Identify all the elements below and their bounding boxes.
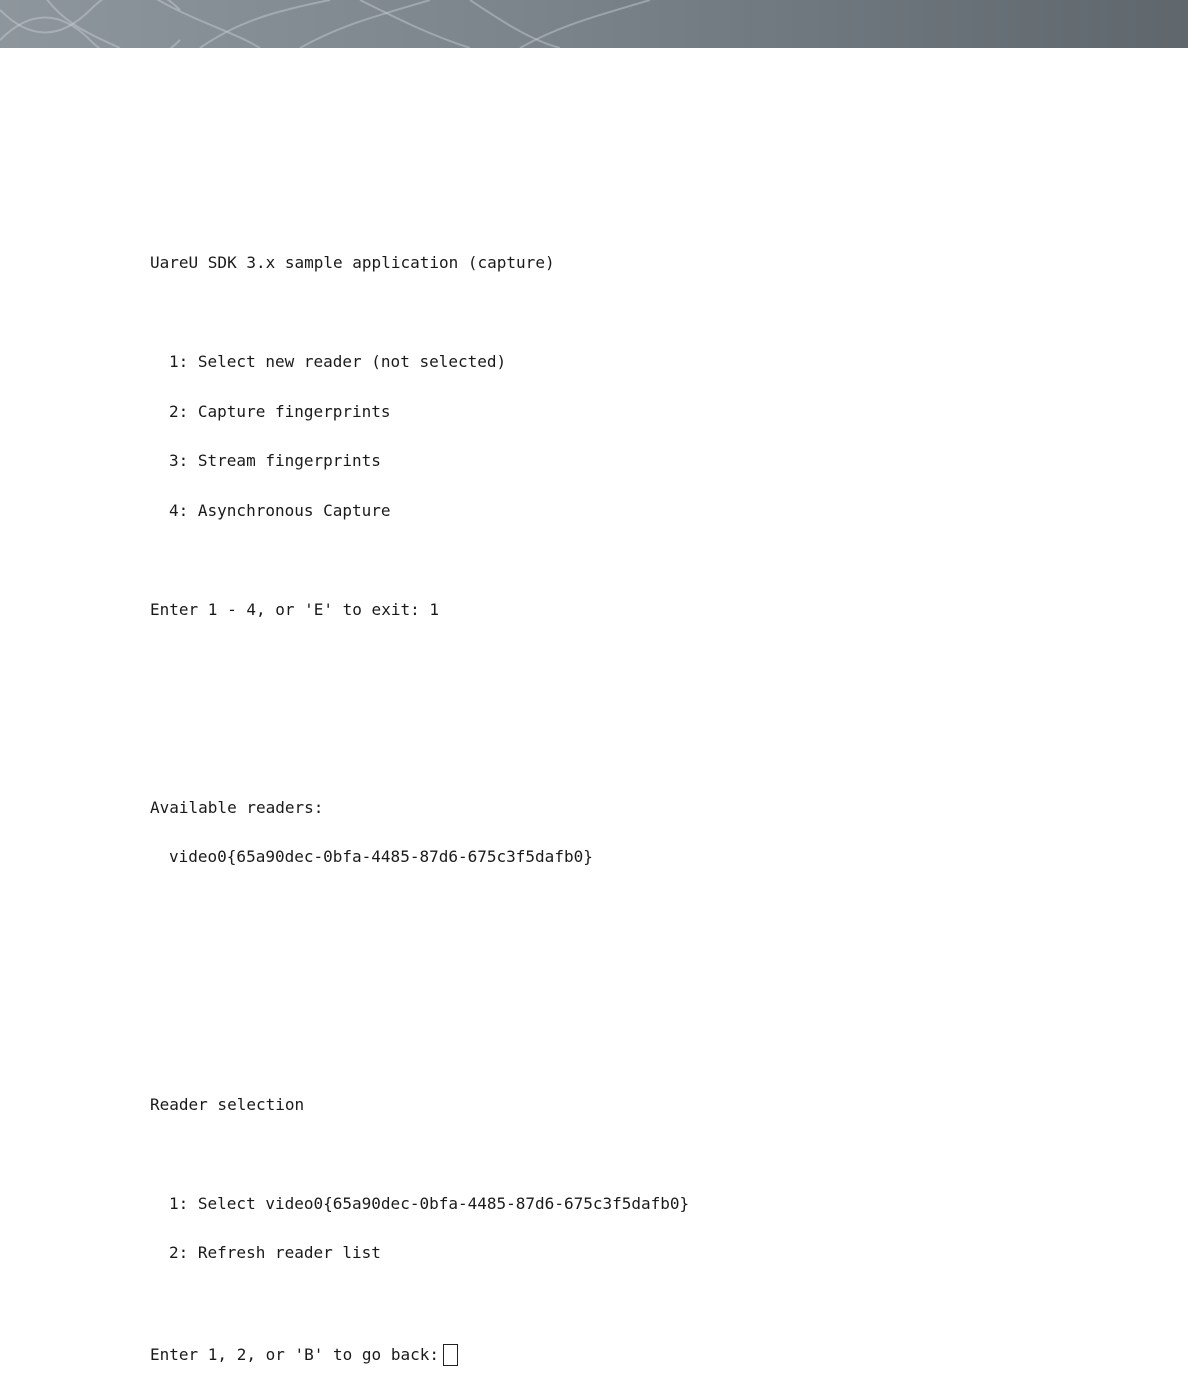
selection-prompt-line: Enter 1, 2, or 'B' to go back: [150,1344,1150,1366]
selection-menu-item-2: 2: Refresh reader list [169,1243,381,1262]
spacer [150,701,1150,718]
main-menu-item-2: 2: Capture fingerprints [169,401,391,421]
spacer [150,899,1150,916]
spacer [150,552,1150,569]
reader-entry: video0{65a90dec-0bfa-4485-87d6-675c3f5da… [169,847,593,866]
header-banner [0,0,1188,48]
terminal-output: UareU SDK 3.x sample application (captur… [150,222,1150,1366]
text-cursor[interactable] [442,1344,458,1366]
main-menu-item-3: 3: Stream fingerprints [169,451,381,470]
spacer [150,1146,1150,1163]
selection-prompt: Enter 1, 2, or 'B' to go back: [150,1345,439,1364]
selection-heading: Reader selection [150,1094,305,1114]
spacer [150,1295,1150,1312]
main-menu-item-4: 4: Asynchronous Capture [169,500,391,520]
app-title: UareU SDK 3.x sample application (captur… [150,253,555,272]
spacer [150,948,1150,965]
readers-heading: Available readers: [150,797,324,817]
spacer [150,1047,1150,1064]
spacer [150,305,1150,322]
main-prompt: Enter 1 - 4, or 'E' to exit: 1 [150,599,439,619]
banner-pattern [0,0,651,48]
spacer [150,651,1150,668]
main-menu-item-1: 1: Select new reader (not selected) [169,352,507,371]
spacer [150,750,1150,767]
spacer [150,998,1150,1015]
selection-menu-item-1: 1: Select video0{65a90dec-0bfa-4485-87d6… [169,1193,690,1213]
